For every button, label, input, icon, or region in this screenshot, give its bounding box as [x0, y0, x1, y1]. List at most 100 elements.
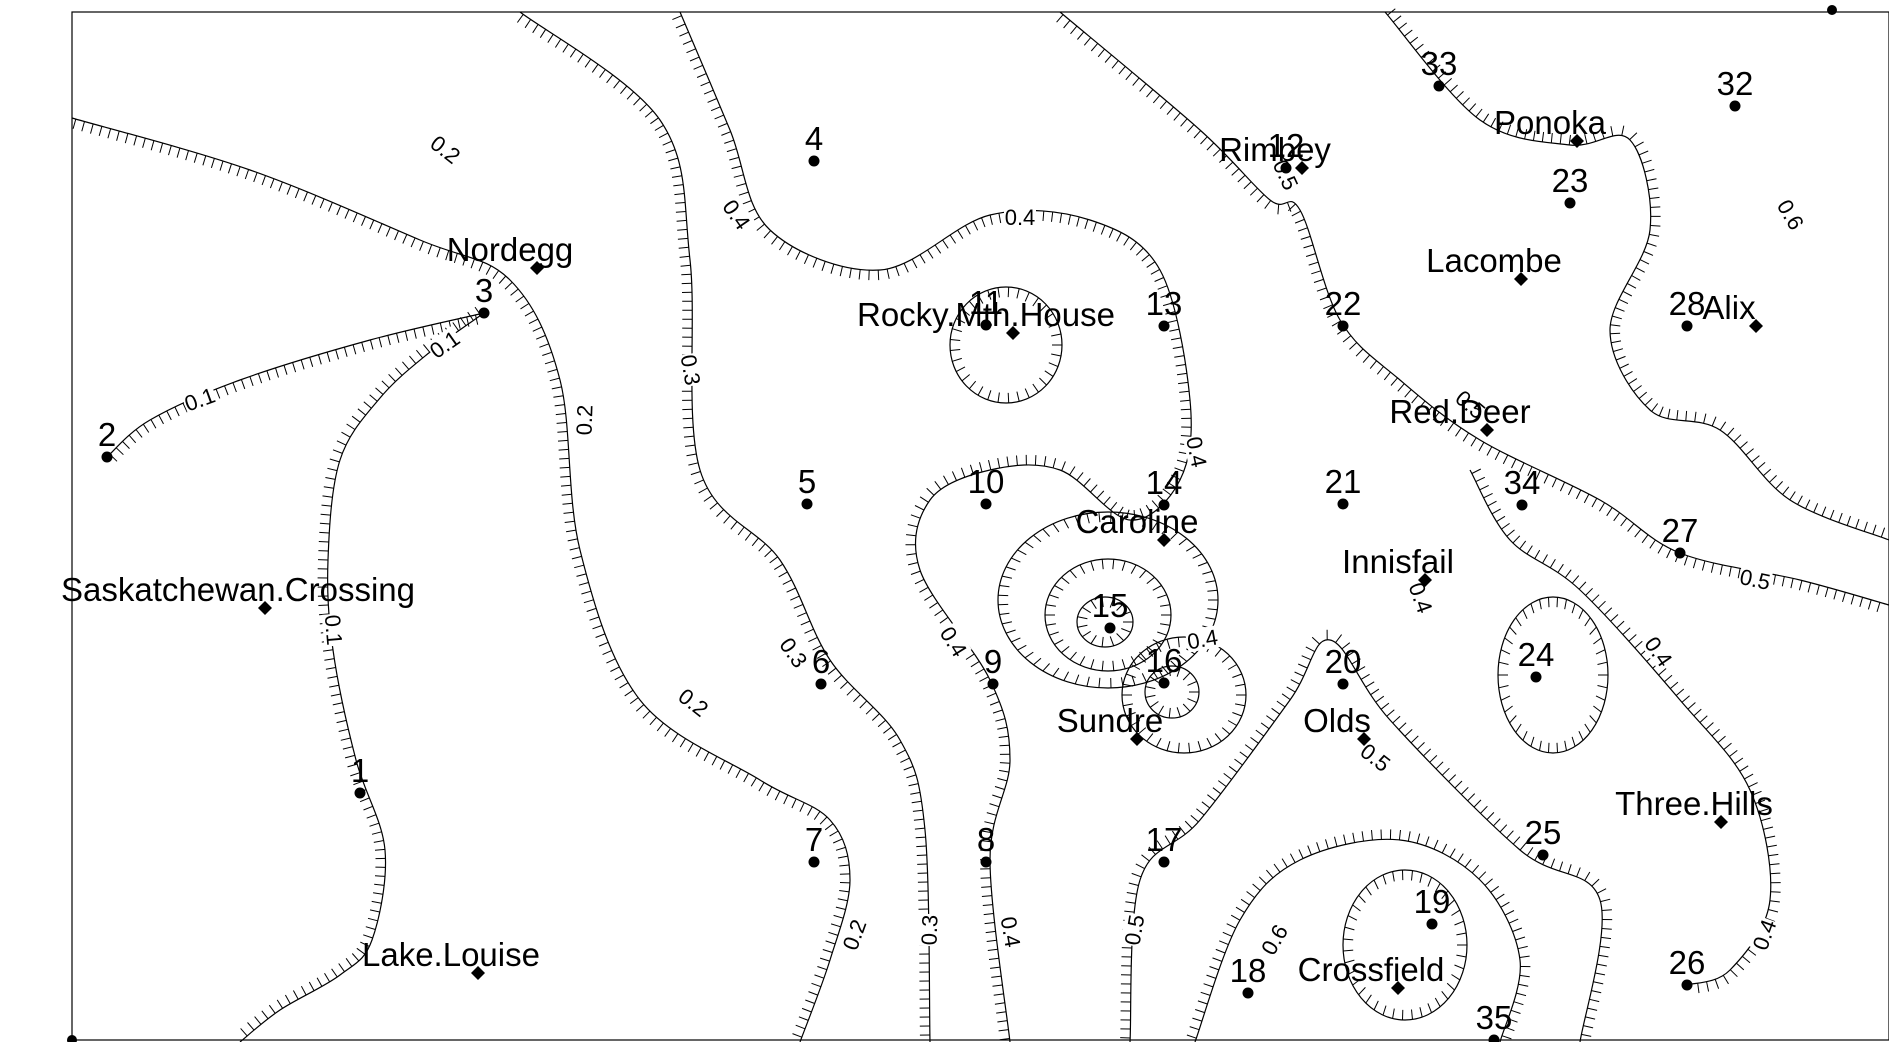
town-diamond-icon	[1418, 573, 1432, 587]
station-dot-icon	[980, 498, 992, 510]
contour-line	[1469, 469, 1772, 986]
map-frame	[71, 11, 1889, 1041]
town-diamond-icon	[1006, 326, 1020, 340]
town-diamond-icon	[530, 261, 544, 275]
station-dot-icon	[1242, 987, 1254, 999]
station-dot-icon	[815, 678, 827, 690]
station-dot-icon	[101, 451, 113, 463]
corner-dot-top-right	[1827, 5, 1837, 15]
contour-label: 0.2	[674, 683, 713, 722]
contour-label-bg	[1004, 206, 1036, 228]
station-dot-icon	[1516, 499, 1528, 511]
station-dot-icon	[1158, 677, 1170, 689]
contour-label: 0.2	[571, 404, 597, 435]
station-dot-icon	[1681, 320, 1693, 332]
contour-label-bg	[1184, 625, 1221, 653]
town-label: Caroline	[1076, 503, 1199, 540]
contour-label-bg	[674, 683, 713, 721]
station-dot-icon	[1158, 856, 1170, 868]
station-label: 11	[969, 284, 1003, 321]
station-label: 8	[977, 821, 995, 858]
closed-contour-ticks	[1145, 666, 1199, 718]
contour-ticks	[109, 314, 479, 462]
contour-label: 0.4	[1403, 579, 1437, 616]
station-label: 21	[1325, 463, 1362, 500]
town-diamond-icon	[1749, 319, 1763, 333]
station-label: 17	[1146, 821, 1183, 858]
closed-contour-lines	[949, 286, 1609, 1021]
contour-label: 0.5	[1738, 564, 1773, 595]
town-label: Red.Deer	[1389, 393, 1530, 430]
station-dot-icon	[987, 678, 999, 690]
station-label: 19	[1414, 883, 1451, 920]
town-markers: NordeggSaskatchewan.CrossingLake.LouiseR…	[61, 104, 1773, 995]
station-dot-icon	[801, 498, 813, 510]
station-dot-icon	[1158, 320, 1170, 332]
station-label: 12	[1268, 127, 1305, 164]
station-label: 20	[1325, 643, 1362, 680]
town-diamond-icon	[258, 601, 272, 615]
town-label: Sundre	[1057, 702, 1163, 739]
contour-ticks	[672, 15, 1192, 1041]
corner-dot-bottom-left	[67, 1035, 77, 1042]
contour-label: 0.5	[1356, 738, 1395, 777]
contour-label-bg	[677, 352, 705, 388]
closed-contour	[1497, 596, 1609, 754]
station-label: 22	[1325, 285, 1362, 322]
station-dot-icon	[1337, 498, 1349, 510]
contour-label-bg	[1356, 738, 1395, 776]
contour-label: 0.4	[1181, 434, 1212, 469]
contour-label: 0.2	[426, 130, 465, 169]
station-dot-icon	[1488, 1034, 1500, 1042]
town-label: Lake.Louise	[362, 936, 540, 973]
contour-label: 0.4	[935, 622, 972, 661]
contour-ticks	[1186, 829, 1531, 1040]
station-label: 3	[475, 272, 493, 309]
station-dot-icon	[980, 856, 992, 868]
contour-line	[1129, 639, 1603, 1042]
town-label: Innisfail	[1342, 543, 1454, 580]
station-label: 9	[984, 643, 1002, 680]
station-label: 35	[1476, 999, 1513, 1036]
town-label: Ponoka	[1494, 104, 1607, 141]
station-dot-icon	[1280, 162, 1292, 174]
station-label: 33	[1421, 45, 1458, 82]
contour-line	[1194, 838, 1521, 1042]
station-dot-icon	[1433, 80, 1445, 92]
contour-label-bg	[997, 914, 1025, 950]
contour-label-bg	[572, 403, 596, 437]
town-label: Alix	[1702, 289, 1756, 326]
contour-ticks	[240, 306, 482, 1037]
station-label: 32	[1717, 65, 1754, 102]
station-dot-icon	[808, 856, 820, 868]
station-label: 13	[1146, 285, 1183, 322]
station-dot-icon	[980, 319, 992, 331]
station-label: 25	[1525, 814, 1562, 851]
town-diamond-icon	[1130, 732, 1144, 746]
station-dot-icon	[1337, 678, 1349, 690]
town-label: Nordegg	[447, 231, 574, 268]
station-label: 15	[1092, 587, 1129, 624]
station-label: 34	[1504, 464, 1541, 501]
station-dot-icon	[1158, 499, 1170, 511]
closed-contour-ticks	[1077, 597, 1133, 647]
contour-label-bg	[180, 383, 219, 415]
town-label: Lacombe	[1426, 242, 1562, 279]
station-label: 14	[1146, 464, 1183, 501]
contour-line	[106, 312, 485, 458]
station-label: 7	[805, 821, 823, 858]
station-dot-icon	[1564, 197, 1576, 209]
station-dot-icon	[1530, 671, 1542, 683]
contour-label-bg	[1256, 920, 1292, 959]
contour-label: 0.4	[1748, 916, 1782, 953]
contour-label-bg	[425, 325, 464, 363]
town-diamond-icon	[1391, 981, 1405, 995]
town-label: Rocky.Mth.House	[857, 296, 1115, 333]
contour-label: 0.1	[320, 614, 348, 647]
contour-label: 0.4	[1005, 205, 1036, 230]
contour-label: 0.5	[1120, 913, 1150, 947]
contour-label: 0.6	[1772, 195, 1809, 234]
station-dot-icon	[1537, 849, 1549, 861]
